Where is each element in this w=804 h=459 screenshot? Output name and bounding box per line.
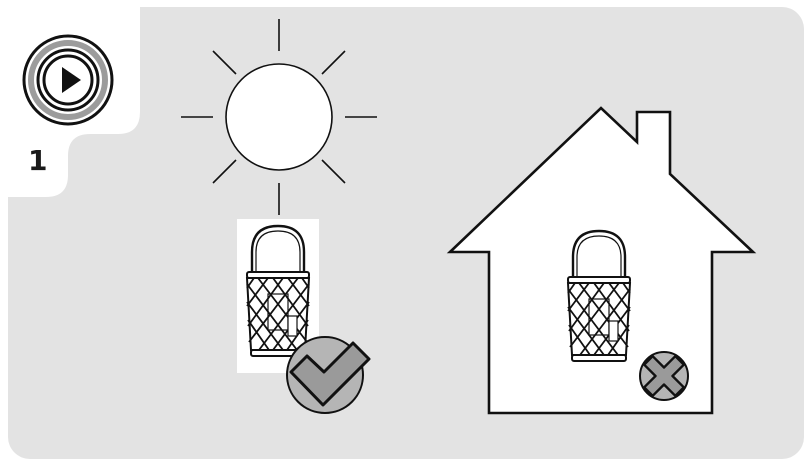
play-icon — [62, 67, 81, 93]
step-number: 1 — [28, 144, 48, 177]
sun-icon — [181, 19, 377, 215]
check-icon — [286, 336, 371, 414]
play-button[interactable] — [22, 34, 114, 126]
cross-icon — [639, 351, 689, 401]
lantern-icon — [556, 222, 642, 380]
